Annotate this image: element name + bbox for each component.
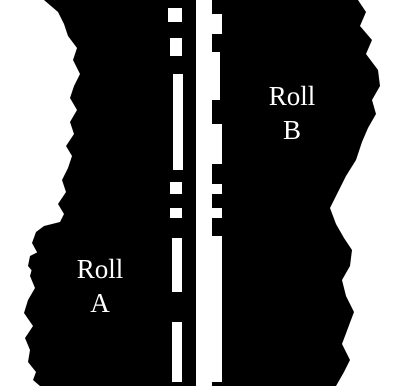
strip-gap [196,0,212,386]
roll-b-notch [212,236,222,382]
roll-b-strip [212,0,380,386]
roll-a-notch [170,182,182,194]
roll-b-edge-stripe [222,236,228,382]
roll-a-notch [172,322,182,382]
roll-b-notch [212,124,222,164]
roll-a-notch [170,208,182,218]
roll-a-notch [170,38,182,56]
roll-a-notch [168,8,182,22]
roll-b-label-line2: B [252,113,332,147]
roll-b-label: Roll B [252,79,332,147]
roll-b-label-line1: Roll [252,79,332,113]
roll-b-notch [212,208,222,218]
roll-b-notch [212,52,220,100]
roll-b-notch [212,14,222,34]
roll-a-label-line2: A [60,286,140,320]
roll-a-label-line1: Roll [60,252,140,286]
roll-b-notch [212,184,222,194]
roll-a-notch [172,238,182,292]
roll-a-notch [173,74,183,170]
roll-a-label: Roll A [60,252,140,320]
